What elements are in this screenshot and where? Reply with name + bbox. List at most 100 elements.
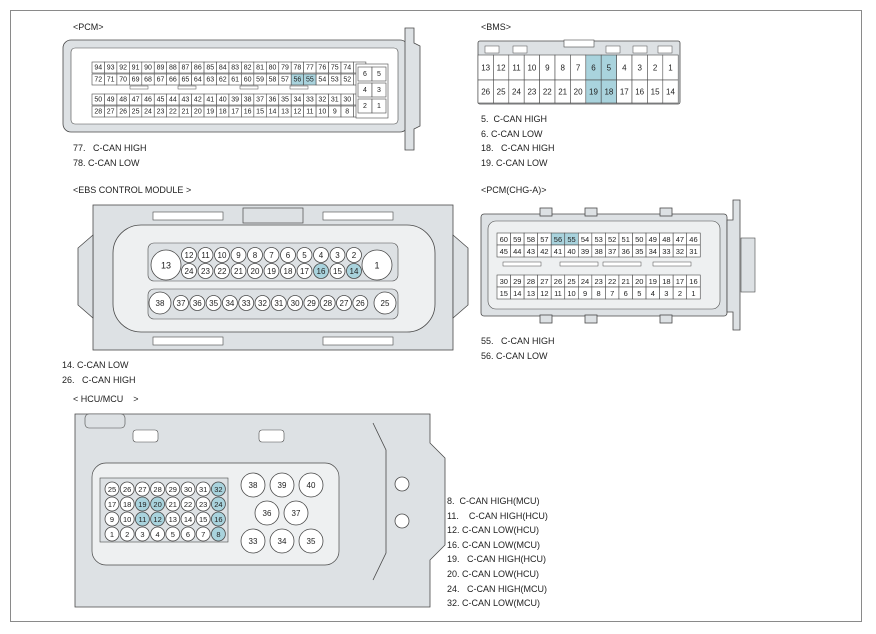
bms-legend-item: 19. C-CAN LOW (481, 157, 548, 168)
latch (84, 413, 126, 429)
pin-label: 21 (181, 109, 189, 116)
pin-circle (180, 511, 196, 527)
pin-label: 40 (219, 97, 227, 104)
pin-label: 20 (574, 88, 583, 97)
hcu-legend: 8. C-CAN HIGH(MCU) 11. C-CAN HIGH(HCU) 1… (447, 494, 548, 611)
pin-label: 39 (231, 97, 239, 104)
pin-label: 36 (622, 247, 630, 256)
pin-label: 76 (318, 65, 326, 72)
pin-circle (150, 526, 166, 542)
pin-circle (205, 295, 222, 311)
pin-label: 70 (119, 77, 127, 84)
mount-hole (394, 513, 410, 529)
pin-label: 26 (554, 277, 562, 286)
pin-label: 5 (302, 251, 307, 260)
pin-circle (150, 249, 182, 281)
pin-label: 48 (662, 235, 670, 244)
pin-label: 24 (512, 88, 521, 97)
pin-circle (195, 496, 211, 512)
pin-label: 87 (181, 65, 189, 72)
pin-cell (686, 244, 701, 258)
pin-circle (195, 511, 211, 527)
pin-label: 36 (269, 97, 277, 104)
pin-label: 55 (567, 235, 575, 244)
ebs-legend-item: 26. C-CAN HIGH (62, 374, 136, 385)
pin-label: 50 (635, 235, 643, 244)
pcm-chg-title: <PCM(CHG-A)> (481, 185, 547, 195)
pin-label: 53 (331, 77, 339, 84)
pin-circle (119, 526, 135, 542)
pin-label: 50 (94, 97, 102, 104)
ebs-legend: 14. C-CAN LOW 26. C-CAN HIGH (62, 358, 136, 387)
pin-circle (165, 526, 181, 542)
pin-label: 38 (156, 299, 165, 308)
pin-label: 11 (512, 64, 521, 73)
pin-circle (329, 263, 346, 279)
latch (539, 207, 553, 217)
pin-label: 16 (689, 277, 697, 286)
pin-label: 6 (591, 64, 596, 73)
pin-circle (263, 247, 280, 263)
pin-cell (371, 98, 387, 114)
pin-label: 15 (333, 267, 342, 276)
pin-circle (298, 472, 324, 498)
pin-circle (352, 295, 369, 311)
pin-circle (210, 511, 226, 527)
pin-circle (247, 247, 263, 263)
pin-label: 7 (269, 251, 274, 260)
pin-circle (150, 496, 166, 512)
pin-label: 44 (513, 247, 521, 256)
hcu-legend-item: 16. C-CAN LOW(MCU) (447, 539, 541, 550)
pin-label: 7 (201, 530, 205, 539)
pin-label: 68 (144, 77, 152, 84)
pin-label: 51 (622, 235, 630, 244)
latch (659, 314, 673, 324)
pin-label: 17 (300, 267, 309, 276)
pin-label: 23 (201, 267, 210, 276)
pin-circle (180, 496, 196, 512)
hcu-legend-item: 8. C-CAN HIGH(MCU) (447, 496, 540, 506)
pin-label: 71 (107, 77, 115, 84)
pin-label: 90 (144, 65, 152, 72)
key-slot (502, 261, 542, 267)
pin-label: 3 (637, 64, 642, 73)
pin-label: 74 (343, 65, 351, 72)
side-tab (740, 237, 756, 293)
pin-label: 27 (340, 299, 349, 308)
pin-circle (104, 511, 120, 527)
pin-circle (104, 496, 120, 512)
pin-circle (296, 247, 313, 263)
mount-hole (394, 476, 410, 492)
pin-label: 34 (225, 299, 234, 308)
pin-label: 37 (292, 509, 301, 518)
pin-label: 78 (294, 65, 302, 72)
pin-label: 23 (527, 88, 536, 97)
pin-label: 56 (294, 77, 302, 84)
pin-label: 63 (206, 77, 214, 84)
pin-circle (329, 247, 346, 263)
pin-label: 6 (186, 530, 190, 539)
key-slot (559, 261, 599, 267)
pin-circle (195, 526, 211, 542)
pin-label: 10 (318, 109, 326, 116)
pin-label: 84 (219, 65, 227, 72)
pin-label: 15 (256, 109, 264, 116)
pin-label: 10 (567, 289, 575, 298)
pin-label: 30 (184, 485, 192, 494)
pin-label: 18 (604, 88, 613, 97)
pin-circle (119, 511, 135, 527)
pin-label: 1 (110, 530, 114, 539)
pin-label: 59 (256, 77, 264, 84)
pin-label: 8 (216, 530, 220, 539)
pin-label: 3 (377, 87, 381, 94)
pin-label: 58 (527, 235, 535, 244)
pin-label: 6 (363, 71, 367, 78)
ebs-title: <EBS CONTROL MODULE > (73, 185, 192, 195)
pin-label: 25 (497, 88, 506, 97)
latch (242, 207, 304, 224)
pin-circle (240, 472, 266, 498)
pin-circle (263, 263, 280, 279)
bms-legend-item: 5. C-CAN HIGH (481, 114, 548, 124)
